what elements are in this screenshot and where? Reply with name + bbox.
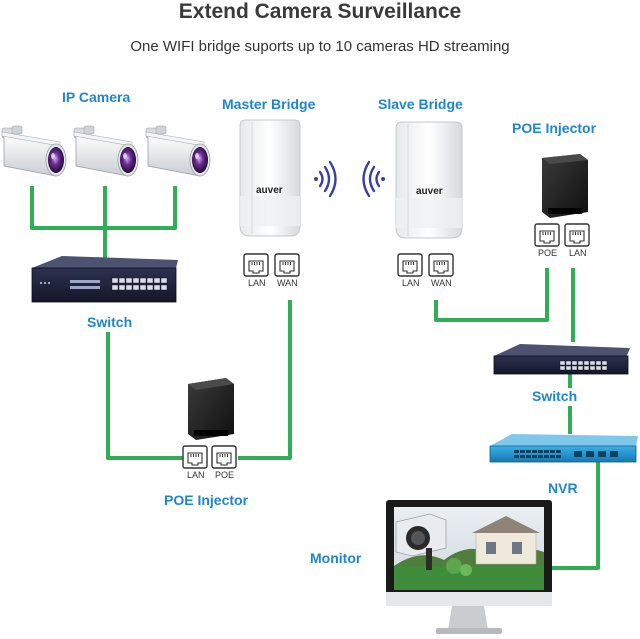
left-injector-poe-port-icon bbox=[211, 445, 237, 469]
master-wan-port-label: WAN bbox=[277, 278, 298, 288]
monitor-device bbox=[386, 500, 552, 634]
left-injector-lan-port-label: LAN bbox=[187, 470, 205, 480]
ip-camera-3 bbox=[145, 125, 211, 177]
master-wan-port-icon bbox=[274, 253, 300, 277]
ip-camera-2 bbox=[73, 125, 139, 177]
switch-right-device bbox=[493, 344, 630, 375]
master-lan-port-icon bbox=[243, 253, 269, 277]
switch-to-injector-cable bbox=[106, 332, 185, 460]
right-injector-lan-port-icon bbox=[564, 223, 590, 247]
wifi-signal-left-icon bbox=[314, 160, 337, 198]
nvr-to-monitor-cable bbox=[552, 462, 600, 570]
switch-left-label: Switch bbox=[87, 314, 133, 330]
ip-camera-1 bbox=[1, 125, 67, 177]
slave-to-injector-cable bbox=[434, 268, 549, 322]
slave-wan-port-icon bbox=[428, 253, 454, 277]
right-injector-poe-port-label: POE bbox=[538, 248, 558, 258]
right-injector-poe-port-icon bbox=[534, 223, 560, 247]
slave-bridge-label: Slave Bridge bbox=[378, 96, 463, 112]
injector-to-master-cable bbox=[238, 300, 292, 460]
slave-brand-logo: auver bbox=[416, 186, 443, 197]
cable-network bbox=[30, 186, 600, 570]
left-injector-poe-port-label: POE bbox=[215, 470, 235, 480]
slave-wan-port-label: WAN bbox=[431, 278, 452, 288]
ip-camera-label: IP Camera bbox=[62, 89, 131, 105]
master-lan-port-label: LAN bbox=[248, 278, 266, 288]
right-injector-lan-port-label: LAN bbox=[569, 248, 587, 258]
wifi-signal-right-icon bbox=[362, 160, 385, 198]
left-injector-lan-port-icon bbox=[182, 445, 208, 469]
master-brand-logo: auver bbox=[256, 185, 283, 196]
poe-injector-right-device bbox=[542, 154, 588, 218]
screen-scene bbox=[394, 513, 544, 590]
switch-right-label: Switch bbox=[532, 388, 578, 404]
poe-injector-left-device bbox=[188, 378, 234, 440]
page-subtitle: One WIFI bridge suports up to 10 cameras… bbox=[130, 38, 510, 55]
master-bridge-device bbox=[239, 119, 301, 237]
poe-injector-right-label: POE Injector bbox=[512, 120, 597, 136]
monitor-label: Monitor bbox=[310, 550, 362, 566]
master-bridge-label: Master Bridge bbox=[222, 96, 316, 112]
slave-bridge-device bbox=[395, 121, 463, 239]
switch-left-device bbox=[31, 256, 178, 303]
slave-lan-port-icon bbox=[397, 253, 423, 277]
slave-lan-port-label: LAN bbox=[402, 278, 420, 288]
nvr-label: NVR bbox=[548, 480, 578, 496]
nvr-device bbox=[489, 434, 638, 463]
poe-injector-left-label: POE Injector bbox=[164, 492, 249, 508]
page-title: Extend Camera Surveillance bbox=[178, 0, 462, 23]
